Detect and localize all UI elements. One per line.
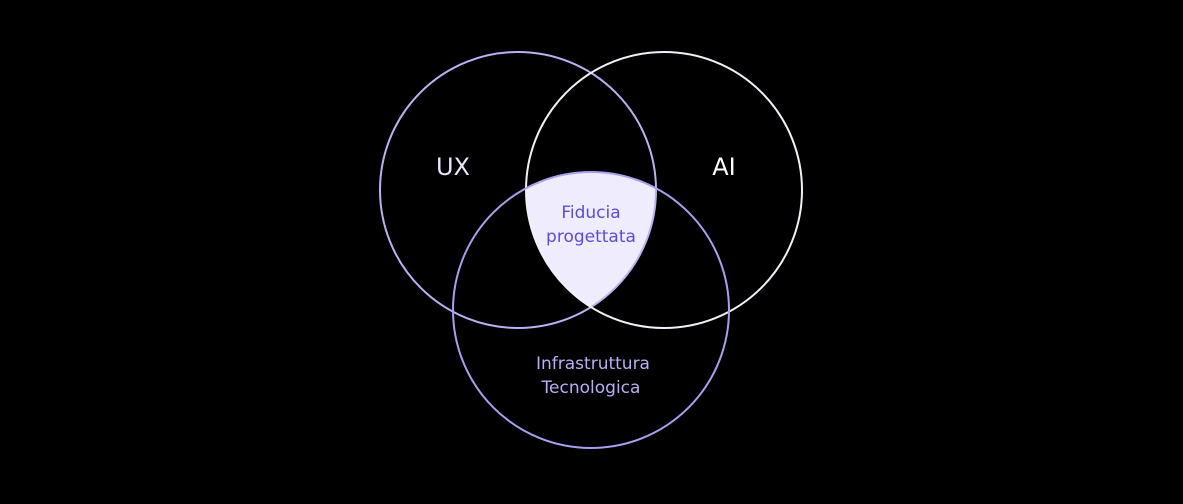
infrastructure-circle bbox=[452, 171, 730, 449]
infrastructure-label-line-1: Infrastruttura bbox=[536, 354, 650, 374]
trust-label-line-2: progettata bbox=[546, 227, 636, 247]
ux-circle bbox=[379, 51, 657, 329]
ux-label: UX bbox=[436, 153, 470, 181]
ai-circle bbox=[525, 51, 803, 329]
trust-label-line-1: Fiducia bbox=[561, 203, 620, 223]
ai-label: AI bbox=[712, 153, 736, 181]
infrastructure-label-line-2: Tecnologica bbox=[541, 378, 641, 398]
